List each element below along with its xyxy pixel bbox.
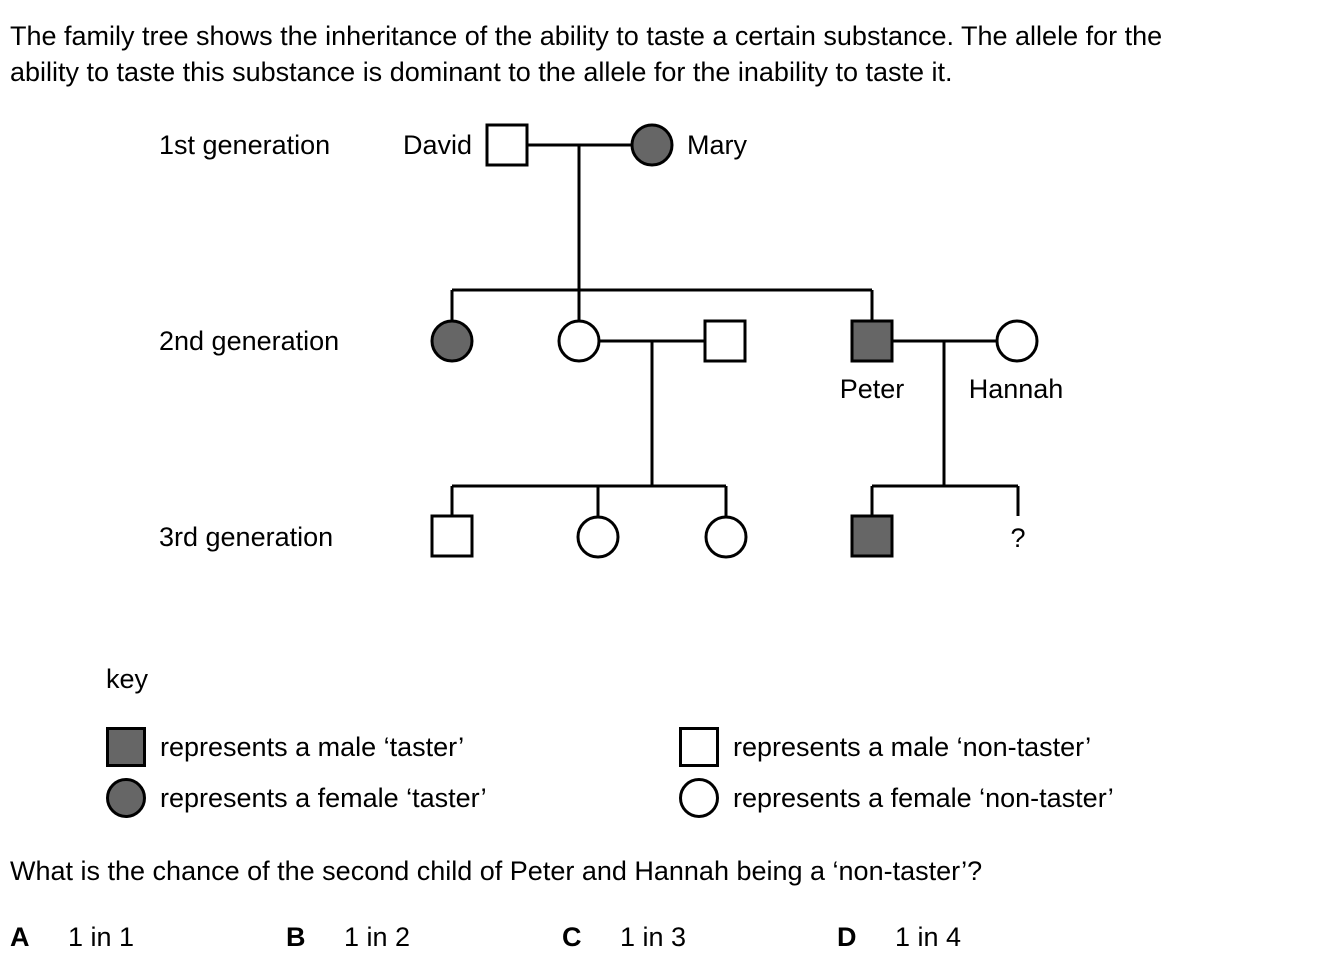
option-b[interactable]: B 1 in 2 xyxy=(286,922,410,953)
peter-male-taster-symbol xyxy=(850,319,894,363)
mary-female-taster-symbol xyxy=(630,123,674,167)
intro-line-1: The family tree shows the inheritance of… xyxy=(10,21,1163,51)
daughter-1-female-taster-symbol xyxy=(430,319,474,363)
unknown-child-label: ? xyxy=(1010,523,1025,553)
key-male-taster-label: represents a male ‘taster’ xyxy=(160,731,465,762)
generation-label-1st: 1st generation xyxy=(159,130,330,160)
generation-label-2nd: 2nd generation xyxy=(159,326,339,356)
option-b-text: 1 in 2 xyxy=(344,922,411,952)
option-b-letter: B xyxy=(286,922,306,952)
option-d-text: 1 in 4 xyxy=(895,922,962,952)
option-a-text: 1 in 1 xyxy=(68,922,135,952)
hannah-female-non-taster-symbol xyxy=(995,319,1039,363)
intro-line-2: ability to taste this substance is domin… xyxy=(10,57,953,87)
option-c[interactable]: C 1 in 3 xyxy=(562,922,686,953)
key-female-taster-label: represents a female ‘taster’ xyxy=(160,782,487,813)
option-c-text: 1 in 3 xyxy=(620,922,687,952)
key-title: key xyxy=(106,664,149,694)
grandson-male-non-taster-symbol xyxy=(430,514,474,558)
male-non-taster-key-symbol xyxy=(679,727,719,767)
option-a[interactable]: A 1 in 1 xyxy=(10,922,134,953)
key-male-taster: represents a male ‘taster’ xyxy=(106,727,464,767)
key-female-taster: represents a female ‘taster’ xyxy=(106,778,487,818)
option-c-letter: C xyxy=(562,922,582,952)
question-text: What is the chance of the second child o… xyxy=(10,856,983,886)
granddaughter-1-female-non-taster-symbol xyxy=(576,515,620,559)
peter-label: Peter xyxy=(840,374,905,404)
male-taster-key-symbol xyxy=(106,727,146,767)
generation-label-3rd: 3rd generation xyxy=(159,522,333,552)
key-male-non-taster: represents a male ‘non-taster’ xyxy=(679,727,1091,767)
hannah-label: Hannah xyxy=(969,374,1064,404)
female-taster-key-symbol xyxy=(106,778,146,818)
key-female-non-taster-label: represents a female ‘non-taster’ xyxy=(733,782,1114,813)
mary-label: Mary xyxy=(687,130,747,160)
david-label: David xyxy=(403,130,472,160)
peter-son-male-taster-symbol xyxy=(850,514,894,558)
option-a-letter: A xyxy=(10,922,30,952)
option-d[interactable]: D 1 in 4 xyxy=(837,922,961,953)
tree-lines xyxy=(450,143,1020,516)
female-non-taster-key-symbol xyxy=(679,778,719,818)
option-d-letter: D xyxy=(837,922,857,952)
son-in-law-male-non-taster-symbol xyxy=(703,319,747,363)
intro-text: The family tree shows the inheritance of… xyxy=(10,18,1330,90)
granddaughter-2-female-non-taster-symbol xyxy=(704,515,748,559)
david-male-non-taster-symbol xyxy=(485,123,529,167)
key-male-non-taster-label: represents a male ‘non-taster’ xyxy=(733,731,1092,762)
key-female-non-taster: represents a female ‘non-taster’ xyxy=(679,778,1114,818)
daughter-2-female-non-taster-symbol xyxy=(557,319,601,363)
